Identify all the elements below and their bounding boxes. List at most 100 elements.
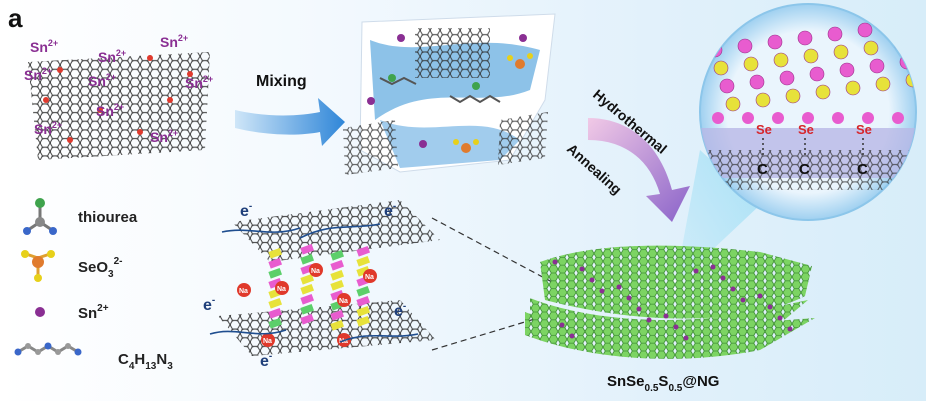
lattice-atom — [742, 112, 754, 124]
electron-label: e- — [240, 201, 252, 220]
panel-label: a — [8, 3, 23, 33]
lattice-atom — [875, 76, 891, 92]
layer-pillar-segment — [300, 253, 315, 265]
tin-atom-dot — [599, 288, 605, 294]
lattice-atom — [755, 92, 771, 108]
lattice-atom — [857, 22, 873, 38]
lattice-atom — [737, 38, 753, 54]
sodium-ion-icon — [337, 293, 351, 307]
layer-pillar-segment — [300, 313, 315, 325]
lattice-atom — [707, 42, 723, 58]
layer-pillar-segment — [330, 259, 345, 271]
lattice-atom — [749, 74, 765, 90]
sodium-ion-label: Na — [277, 286, 286, 293]
legend-tin-ion: Sn2+ — [78, 303, 109, 322]
dashed-zoom-line-bottom — [431, 317, 539, 351]
lattice-atom — [803, 48, 819, 64]
layer-pillar-segment — [268, 297, 283, 309]
tin-atom-dot — [710, 264, 716, 270]
legend-selenite: SeO32- — [78, 256, 122, 280]
layer-pillar-segment — [330, 309, 345, 321]
tin-ion-label: Sn2+ — [24, 66, 52, 83]
layer-pillar-segment — [356, 305, 371, 317]
mixture-illustration — [343, 13, 556, 175]
mixing-arrow: Mixing — [235, 73, 345, 146]
lattice-atom — [773, 52, 789, 68]
layer-pillar-segment — [268, 267, 283, 279]
layer-pillar-segment — [356, 255, 371, 267]
layer-pillar-segment — [300, 283, 315, 295]
lattice-atom — [832, 112, 844, 124]
tin-atom-dot — [730, 286, 736, 292]
product-label: SnSe0.5S0.5@NG — [607, 373, 719, 394]
tin-atom-dot — [552, 259, 558, 265]
tin-atom-dot — [663, 313, 669, 319]
sodium-ion-label: Na — [239, 288, 248, 295]
tin-atom-dot — [589, 277, 595, 283]
bond-bottom-label: C — [757, 161, 768, 178]
layer-pillar-segment — [330, 289, 345, 301]
lattice-atom — [779, 70, 795, 86]
tin-ion-label: Sn2+ — [185, 74, 213, 91]
bond-bottom-label: C — [857, 161, 868, 178]
lattice-atom — [743, 56, 759, 72]
tin-ion-label: Sn2+ — [150, 128, 178, 145]
tin-atom-dot — [777, 315, 783, 321]
tin-atom-dot — [626, 295, 632, 301]
sodium-ion-label: Na — [263, 338, 272, 345]
graphene-sheet-with-tin-ions — [28, 52, 210, 160]
bond-top-label: Se — [756, 122, 772, 137]
bond-top-label: Se — [856, 122, 872, 137]
legend: thiourea SeO32- Sn2+ C4H13N3 — [14, 198, 173, 372]
sodium-ion-icon — [309, 263, 323, 277]
tin-atom-dot — [757, 293, 763, 299]
bond-bottom-label: C — [799, 161, 810, 178]
lattice-atom — [785, 88, 801, 104]
tin-ion-dot-icon — [35, 307, 45, 317]
lattice-atom — [863, 40, 879, 56]
layer-pillar-segment — [356, 245, 371, 257]
sodium-ion-icon — [363, 269, 377, 283]
sodium-ion-label: Na — [311, 268, 320, 275]
lattice-atom — [712, 112, 724, 124]
tin-atom-dot — [646, 317, 652, 323]
tin-atom-dot — [559, 322, 565, 328]
layer-pillar-segment — [268, 257, 283, 269]
electron-label: e- — [260, 351, 272, 370]
tin-ion-labels: Sn2+Sn2+Sn2+Sn2+Sn2+Sn2+Sn2+Sn2+Sn2+ — [24, 33, 213, 145]
electron-label: e- — [384, 201, 396, 220]
lattice-atom — [797, 30, 813, 46]
legend-amine: C4H13N3 — [118, 351, 173, 372]
layer-pillar-segment — [268, 307, 283, 319]
lattice-atom — [802, 112, 814, 124]
layer-pillar-segment — [356, 315, 371, 327]
lattice-atom — [772, 112, 784, 124]
product-layered-sheets — [525, 245, 815, 359]
tin-ion-label: Sn2+ — [98, 48, 126, 65]
amine-chain-icon — [14, 342, 82, 356]
tin-ion-label: Sn2+ — [34, 120, 62, 137]
sodium-ion-icon — [237, 283, 251, 297]
tin-ion-label: Sn2+ — [30, 38, 58, 55]
tin-atom-dot — [673, 324, 679, 330]
layer-pillar-segment — [300, 293, 315, 305]
tin-atom-dot — [683, 335, 689, 341]
legend-thiourea: thiourea — [78, 209, 138, 226]
layer-pillar-segment — [268, 317, 283, 329]
lattice-atom — [809, 66, 825, 82]
tin-atom-dot — [579, 266, 585, 272]
lattice-atom — [833, 44, 849, 60]
sodium-ion-icon — [275, 281, 289, 295]
sodium-ion-label: Na — [339, 298, 348, 305]
annealing-label: Annealing — [564, 140, 625, 197]
layer-pillar-segment — [330, 249, 345, 261]
tin-atom-dot — [693, 268, 699, 274]
tin-atom-dot — [636, 306, 642, 312]
tin-atom-dot — [720, 275, 726, 281]
sodium-ion-label: Na — [365, 274, 374, 281]
mixing-label: Mixing — [256, 73, 307, 90]
